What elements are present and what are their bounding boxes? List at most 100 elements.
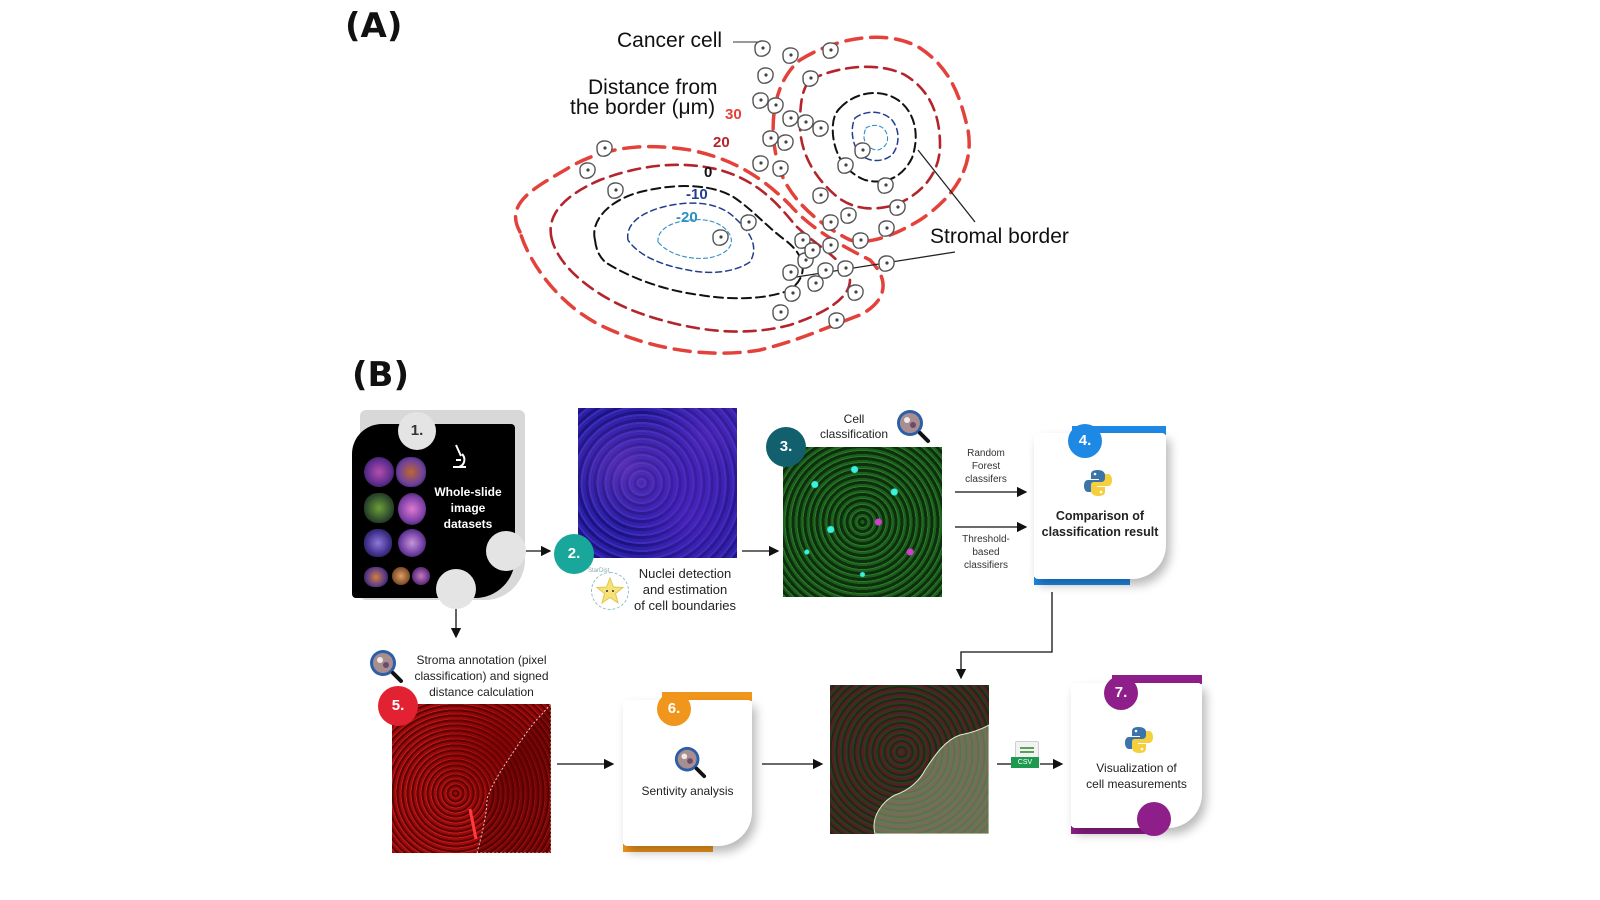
cancer-cell-nucleus: [811, 248, 815, 252]
step7-top-bar: [1112, 675, 1202, 684]
cancer-cells: [579, 40, 906, 329]
step7-corner-dot: [1137, 802, 1171, 836]
cancer-cell-nucleus: [885, 261, 889, 265]
step4-card: [1034, 433, 1166, 579]
contour-label-m10: -10: [686, 186, 708, 203]
stroma-image: [392, 704, 551, 853]
python-icon-step7: [1125, 727, 1153, 753]
nuclei-image: [578, 408, 737, 558]
cancer-cell-nucleus: [759, 161, 763, 165]
classifier-rf-label: Random Forest classifers: [955, 447, 1017, 486]
step2-number: 2.: [554, 534, 594, 574]
contour-label-0: 0: [704, 164, 713, 181]
csv-label: CSV: [1011, 757, 1039, 768]
python-icon-step4: [1084, 470, 1112, 496]
cancer-cell-nucleus: [774, 103, 778, 107]
cancer-cell-nucleus: [884, 183, 888, 187]
classifier-th-line2: based: [972, 547, 1000, 558]
cancer-cell-nucleus: [804, 258, 808, 262]
step3-label: Cell classification: [814, 412, 894, 442]
cancer-cell-nucleus: [747, 220, 751, 224]
step2-label: Nuclei detection and estimation of cell …: [620, 566, 750, 614]
contour-label-20: 20: [713, 134, 730, 151]
stardist-star-icon: [595, 576, 625, 605]
qupath-icon-step6: [674, 746, 707, 779]
contour-m20-right: [863, 124, 889, 151]
step6-card: [623, 700, 752, 846]
step1-connector-bottom: [436, 569, 476, 609]
cancer-cell-nucleus: [844, 266, 848, 270]
cancer-cell-nucleus: [791, 291, 795, 295]
classifier-rf-line3: classifers: [965, 474, 1007, 485]
step4-bottom-bar: [1034, 577, 1130, 585]
step7-label-line2: cell measurements: [1086, 777, 1187, 791]
step1-label-line1: Whole-slide: [434, 485, 502, 499]
cancer-cell-nucleus: [761, 46, 765, 50]
step3-label-line2: classification: [819, 427, 889, 441]
panel-a-letter: (A): [345, 6, 403, 46]
cancer-cell-nucleus: [603, 146, 607, 150]
contour-m20-left: [657, 219, 732, 259]
cancer-cell-nucleus: [801, 238, 805, 242]
microscope-icon: [453, 444, 466, 468]
contour-m10-left: [627, 202, 755, 274]
step4-top-bar: [1072, 426, 1166, 435]
step5-label: Stroma annotation (pixel classification)…: [404, 652, 559, 700]
cancer-cell-nucleus: [789, 53, 793, 57]
step4-label: Comparison of classification result: [1034, 508, 1166, 540]
overlay-image: [830, 685, 989, 834]
step6-number: 6.: [657, 692, 691, 726]
step1-label: Whole-slide image datasets: [428, 484, 508, 532]
cancer-cell-nucleus: [759, 98, 763, 102]
step1-label-line3: datasets: [443, 517, 493, 531]
cancer-cell-nucleus: [861, 148, 865, 152]
step7-number: 7.: [1104, 676, 1138, 710]
cancer-cell-nucleus: [814, 281, 818, 285]
step1-number: 1.: [398, 412, 436, 450]
cancer-cell-nucleus: [779, 310, 783, 314]
slide-thumbnails: [362, 455, 432, 590]
classifier-th-label: Threshold- based classifiers: [955, 533, 1017, 572]
stardist-logo-text: StarDist: [588, 568, 610, 574]
contour-m10-right: [851, 111, 899, 162]
step1-label-line2: image: [450, 501, 486, 515]
step4-label-line1: Comparison of: [1055, 509, 1145, 523]
cancer-cell-nucleus: [819, 193, 823, 197]
cancer-cell-nucleus: [789, 116, 793, 120]
qupath-icon-step5: [370, 650, 403, 683]
qupath-icon-step3: [897, 410, 930, 443]
step1-connector-right: [486, 531, 526, 571]
distance-label-line2: the border (μm): [570, 96, 716, 119]
classifier-rf-line1: Random: [967, 448, 1005, 459]
step2-label-line1: Nuclei detection: [638, 566, 732, 581]
cancer-cell-nucleus: [824, 268, 828, 272]
contour-0-right: [831, 92, 917, 183]
stromal-border-label: Stromal border: [930, 225, 1069, 248]
step5-number: 5.: [378, 686, 418, 726]
cancer-cell-nucleus: [809, 76, 813, 80]
step7-card: [1071, 683, 1202, 828]
cancer-cell-nucleus: [719, 235, 723, 239]
cancer-cell-nucleus: [784, 140, 788, 144]
cancer-cell-label: Cancer cell: [617, 29, 723, 52]
cancer-cell-nucleus: [804, 120, 808, 124]
cancer-cell-nucleus: [835, 318, 839, 322]
step4-label-line2: classification result: [1041, 525, 1159, 539]
step5-label-line3: distance calculation: [429, 685, 534, 699]
cancer-cell-nucleus: [586, 168, 590, 172]
contour-label-30: 30: [725, 106, 742, 123]
cancer-cell-nucleus: [614, 188, 618, 192]
classification-image: [783, 447, 942, 597]
step7-label-line1: Visualization of: [1096, 761, 1177, 775]
classifier-th-line1: Threshold-: [962, 534, 1010, 545]
cancer-cell-nucleus: [789, 270, 793, 274]
step6-label: Sentivity analysis: [641, 784, 734, 798]
classifier-rf-line2: Forest: [971, 461, 1001, 472]
cancer-cell-nucleus: [829, 48, 833, 52]
step4-number: 4.: [1068, 424, 1102, 458]
step7-label: Visualization of cell measurements: [1071, 760, 1202, 792]
cancer-cell-nucleus: [829, 220, 833, 224]
step5-label-line1: Stroma annotation (pixel: [416, 653, 547, 667]
cancer-cell-nucleus: [854, 290, 858, 294]
step2-label-line3: of cell boundaries: [634, 598, 736, 613]
